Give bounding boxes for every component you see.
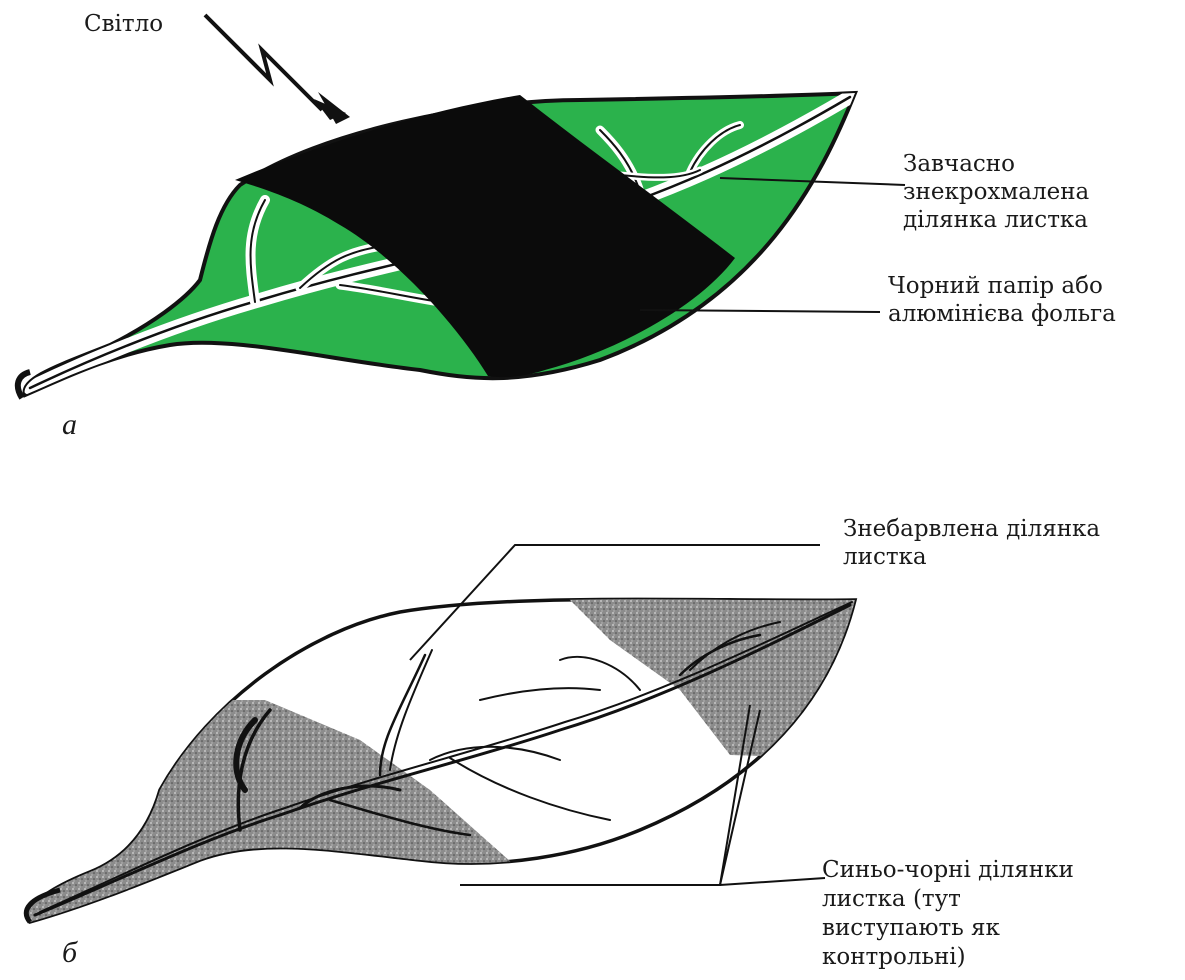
foil-line-2: алюмінієва фольга: [888, 300, 1116, 328]
leader-blueblack-2: [720, 878, 825, 885]
blueblack-line-4: контрольні): [822, 943, 1074, 972]
destarched-line-1: Завчасно: [903, 150, 1089, 178]
destarched-line-2: знекрохмалена: [903, 178, 1089, 206]
foil-label: Чорний папір або алюмінієва фольга: [888, 272, 1116, 328]
panel-a-letter: а: [62, 408, 77, 442]
decolorized-line-2: листка: [843, 543, 1100, 571]
light-label: Світло: [84, 10, 163, 38]
blueblack-line-3: виступають як: [822, 914, 1074, 943]
foil-line-1: Чорний папір або: [888, 272, 1116, 300]
destarched-line-3: ділянка листка: [903, 206, 1089, 234]
blueblack-line-1: Синьо-чорні ділянки: [822, 856, 1074, 885]
light-arrow-icon: [205, 15, 350, 124]
decolorized-area-label: Знебарвлена ділянка листка: [843, 515, 1100, 571]
blueblack-area-label: Синьо-чорні ділянки листка (тут виступаю…: [822, 856, 1074, 972]
blueblack-line-2: листка (тут: [822, 885, 1074, 914]
panel-a: [18, 15, 905, 398]
panel-b: [0, 545, 900, 940]
decolorized-line-1: Знебарвлена ділянка: [843, 515, 1100, 543]
destarched-area-label: Завчасно знекрохмалена ділянка листка: [903, 150, 1089, 234]
panel-b-letter: б: [62, 936, 77, 970]
